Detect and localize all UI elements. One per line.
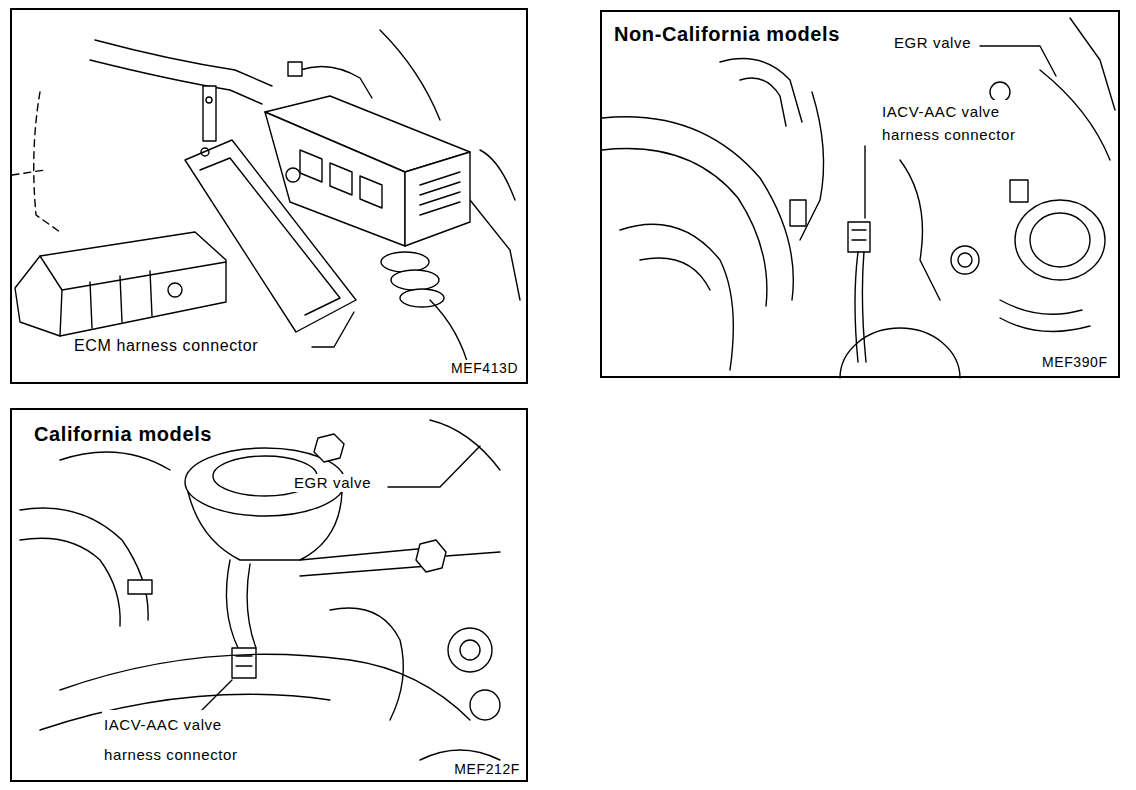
figure-panel: California modelsEGR valveIACV-AAC valve…	[10, 408, 528, 782]
non-california-illustration-stroke	[951, 246, 979, 274]
ecm-illustration-stroke	[286, 168, 300, 182]
panel-title: California models	[32, 422, 214, 446]
ecm-illustration-stroke	[95, 40, 272, 86]
ecm-illustration-stroke	[120, 276, 122, 322]
ecm-illustration-stroke	[381, 252, 429, 272]
california-illustration-stroke	[420, 750, 500, 760]
california-illustration-stroke	[388, 446, 480, 487]
ecm-illustration-stroke	[12, 170, 45, 175]
ecm-illustration-stroke	[420, 192, 460, 205]
california-illustration-stroke	[470, 690, 500, 720]
non-california-illustration-stroke	[852, 239, 866, 240]
ecm-illustration-stroke	[330, 163, 352, 195]
ecm-illustration-stroke	[405, 152, 470, 246]
ecm-illustration-stroke	[360, 176, 382, 208]
non-california-illustration-stroke	[900, 160, 940, 300]
figure-code: MEF390F	[1040, 354, 1110, 371]
california-illustration-stroke	[200, 680, 232, 712]
non-california-illustration-stroke	[1030, 213, 1090, 267]
ecm-illustration-stroke	[400, 289, 444, 307]
ecm-illustration-stroke	[288, 62, 302, 76]
california-illustration-stroke	[416, 540, 446, 572]
ecm-illustration-stroke	[480, 150, 515, 200]
ecm-illustration-stroke	[15, 232, 226, 336]
ecm-illustration-stroke	[300, 150, 322, 182]
part-label: EGR valve	[292, 474, 373, 492]
figure-code: MEF413D	[449, 360, 520, 377]
non-california-illustration-stroke	[864, 146, 865, 218]
california-illustration-stroke	[236, 665, 252, 666]
non-california-illustration-stroke	[602, 117, 793, 300]
california-illustration-stroke	[300, 566, 428, 576]
ecm-illustration-stroke	[60, 290, 62, 336]
ecm-illustration-stroke	[380, 30, 440, 120]
ecm-illustration-stroke	[420, 202, 460, 215]
ecm-illustration-stroke	[34, 92, 60, 232]
ecm-illustration-stroke	[201, 148, 209, 156]
panel-title: Non-California models	[612, 22, 842, 46]
california-illustration-stroke	[232, 648, 256, 678]
part-label: IACV-AAC valve harness connector	[102, 710, 268, 770]
non-california-illustration-stroke	[980, 46, 1056, 76]
part-label: IACV-AAC valve harness connector	[880, 100, 1042, 146]
non-california-illustration-stroke	[620, 224, 733, 370]
ecm-illustration-stroke	[90, 60, 262, 104]
ecm-illustration-stroke	[203, 86, 216, 141]
non-california-illustration-stroke	[1000, 318, 1090, 331]
non-california-illustration-stroke	[790, 200, 806, 226]
california-illustration-stroke	[60, 452, 170, 470]
part-label: EGR valve	[892, 34, 973, 52]
non-california-illustration-stroke	[640, 258, 710, 290]
non-california-illustration-stroke	[862, 252, 866, 362]
california-illustration-stroke	[430, 420, 500, 470]
non-california-illustration-stroke	[958, 253, 972, 267]
california-illustration-stroke	[300, 548, 428, 560]
california-illustration-stroke	[128, 580, 152, 594]
non-california-illustration-stroke	[1040, 70, 1110, 160]
california-illustration-stroke	[20, 508, 148, 620]
ecm-illustration-stroke	[470, 200, 520, 300]
non-california-illustration-stroke	[720, 59, 802, 122]
california-illustration-stroke	[188, 492, 342, 560]
non-california-illustration-stroke	[855, 252, 858, 362]
california-illustration-stroke	[446, 552, 500, 556]
california-illustration-stroke	[460, 640, 480, 660]
non-california-illustration-stroke	[840, 328, 960, 378]
non-california-illustration-stroke	[1070, 18, 1115, 110]
figure-panel: Non-California modelsEGR valveIACV-AAC v…	[600, 10, 1120, 378]
non-california-illustration-stroke	[852, 229, 866, 230]
california-illustration-stroke	[448, 628, 492, 672]
california-illustration-stroke	[226, 560, 238, 648]
california-illustration-stroke	[314, 434, 344, 462]
ecm-illustration-stroke	[391, 270, 439, 290]
non-california-illustration-stroke	[740, 78, 786, 126]
california-illustration-stroke	[20, 538, 120, 626]
ecm-illustration-stroke	[90, 282, 92, 328]
figure-code: MEF212F	[452, 761, 522, 778]
figure-panel: ECM harness connectorMEF413D	[10, 8, 528, 384]
part-label: ECM harness connector	[72, 336, 260, 355]
ecm-illustration-stroke	[312, 312, 354, 347]
non-california-illustration-stroke	[1000, 300, 1082, 314]
non-california-illustration	[602, 18, 1115, 378]
california-illustration-stroke	[330, 608, 403, 720]
california-illustration-stroke	[247, 564, 256, 648]
non-california-illustration-stroke	[848, 222, 870, 252]
california-illustration	[20, 420, 500, 760]
non-california-illustration-stroke	[990, 82, 1010, 102]
ecm-illustration-stroke	[168, 283, 182, 297]
ecm-illustration-stroke	[420, 182, 460, 195]
non-california-illustration-stroke	[1010, 180, 1028, 202]
ecm-illustration-stroke	[206, 97, 212, 103]
ecm-illustration-stroke	[300, 66, 372, 98]
ecm-illustration-stroke	[40, 256, 226, 290]
ecm-illustration	[12, 30, 520, 372]
ecm-illustration-stroke	[420, 172, 460, 185]
non-california-illustration-stroke	[1015, 200, 1105, 280]
ecm-illustration-stroke	[150, 271, 152, 316]
